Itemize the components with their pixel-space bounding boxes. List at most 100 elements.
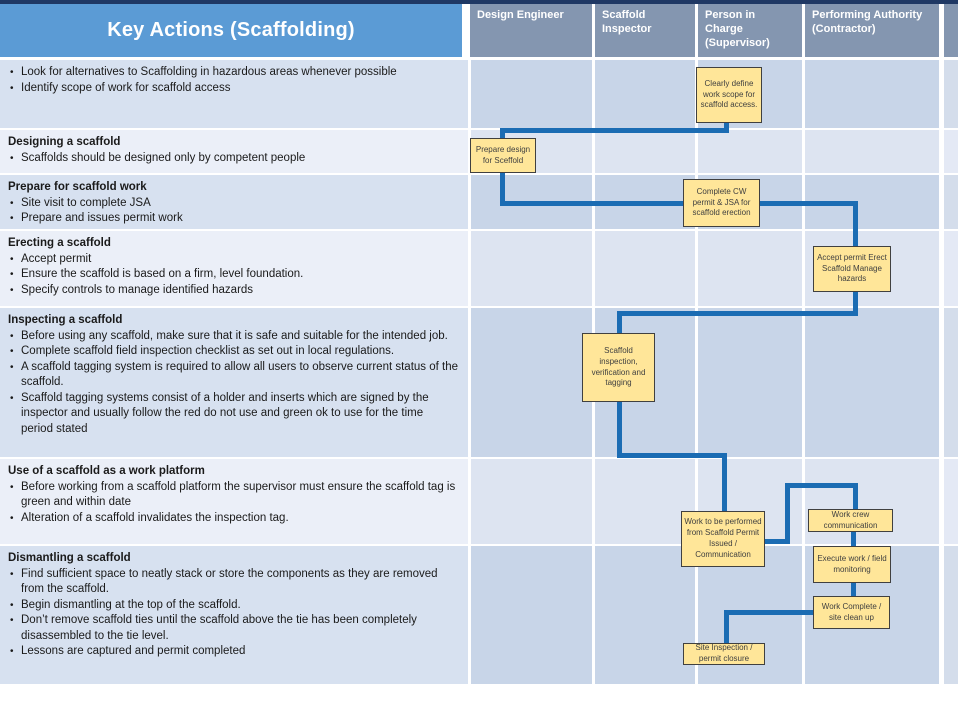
flow-box-work-performed: Work to be performed from Scaffold Permi… xyxy=(681,511,765,567)
lane-cell xyxy=(944,308,958,457)
lane-cell xyxy=(595,231,695,306)
bullet-marker: • xyxy=(10,213,14,224)
bullet-marker: • xyxy=(10,67,14,78)
row-heading: Dismantling a scaffold xyxy=(8,552,131,564)
action-row-erecting: Erecting a scaffold •Accept permit •Ensu… xyxy=(0,231,958,306)
row-description: Use of a scaffold as a work platform •Be… xyxy=(0,459,468,544)
bullet-item: •Alteration of a scaffold invalidates th… xyxy=(8,511,458,527)
flow-box-inspection-tagging: Scaffold inspection, verification and ta… xyxy=(582,333,655,402)
lane-cell xyxy=(471,231,592,306)
bullet-marker: • xyxy=(10,269,14,280)
connector-segment xyxy=(722,453,727,511)
connector-segment xyxy=(724,122,729,132)
bullet-marker: • xyxy=(10,392,14,404)
row-heading: Erecting a scaffold xyxy=(8,237,111,249)
connector-segment xyxy=(853,483,858,509)
bullet-marker: • xyxy=(10,284,14,296)
connector-segment xyxy=(500,128,729,133)
flow-box-site-inspection: Site Inspection / permit closure xyxy=(683,643,765,665)
bullet-item: •Scaffold tagging systems consist of a h… xyxy=(10,391,429,435)
bullet-item: •Lessons are captured and permit complet… xyxy=(8,644,458,660)
flow-box-work-crew-communication: Work crew communication xyxy=(808,509,893,532)
bullet-item: •Scaffolds should be designed only by co… xyxy=(8,151,458,167)
row-description: •Look for alternatives to Scaffolding in… xyxy=(0,60,468,128)
row-description: Designing a scaffold •Scaffolds should b… xyxy=(0,130,468,173)
row-description: Prepare for scaffold work •Site visit to… xyxy=(0,175,468,229)
bullet-marker: • xyxy=(10,568,14,580)
lane-header-person-in-charge: Person in Charge (Supervisor) xyxy=(698,4,802,57)
bullet-marker: • xyxy=(10,346,14,357)
lane-header-scaffold-inspector: Scaffold Inspector xyxy=(595,4,695,57)
action-row-designing: Designing a scaffold •Scaffolds should b… xyxy=(0,130,958,173)
bullet-item: •Prepare and issues permit work xyxy=(8,211,458,227)
flow-box-complete-permit: Complete CW permit & JSA for scaffold er… xyxy=(683,179,760,227)
page-title: Key Actions (Scaffolding) xyxy=(107,19,355,41)
lane-header-performing-authority: Performing Authority (Contractor) xyxy=(805,4,939,57)
connector-segment xyxy=(851,583,856,596)
bullet-item: •Accept permit xyxy=(8,252,458,268)
bullet-marker: • xyxy=(10,361,14,373)
lane-header-design-engineer: Design Engineer xyxy=(470,4,592,57)
connector-segment xyxy=(724,610,729,643)
lane-header-spacer xyxy=(944,4,958,57)
bullet-item: •Before using any scaffold, make sure th… xyxy=(8,329,458,345)
row-heading: Prepare for scaffold work xyxy=(8,181,147,193)
bullet-item: •A scaffold tagging system is required t… xyxy=(10,360,459,389)
lane-cell xyxy=(805,60,939,128)
flow-box-execute-work: Execute work / field monitoring xyxy=(813,546,891,583)
bullet-item: •Look for alternatives to Scaffolding in… xyxy=(8,65,458,81)
row-heading: Inspecting a scaffold xyxy=(8,314,123,326)
bullet-marker: • xyxy=(10,481,14,493)
bullet-item: •Identify scope of work for scaffold acc… xyxy=(8,81,458,97)
flow-box-work-complete: Work Complete / site clean up xyxy=(813,596,890,629)
lane-cell xyxy=(698,231,802,306)
lane-cell xyxy=(698,308,802,457)
flow-box-prepare-design: Prepare design for Sceffold xyxy=(470,138,536,173)
connector-segment xyxy=(785,483,790,544)
bullet-marker: • xyxy=(10,512,14,524)
lane-cell xyxy=(471,308,592,457)
lane-cell xyxy=(595,130,695,173)
connector-segment xyxy=(851,532,856,546)
action-row-alternatives: •Look for alternatives to Scaffolding in… xyxy=(0,60,958,128)
bullet-item: •Specify controls to manage identified h… xyxy=(8,283,458,299)
lane-cell xyxy=(944,231,958,306)
connector-segment xyxy=(765,539,790,544)
slide-top-border xyxy=(0,0,958,4)
lane-cell xyxy=(944,546,958,684)
row-description: Erecting a scaffold •Accept permit •Ensu… xyxy=(0,231,468,306)
connector-segment xyxy=(617,402,622,458)
connector-segment xyxy=(724,610,813,615)
lane-cell xyxy=(595,459,695,544)
bullet-marker: • xyxy=(10,599,14,611)
lane-cell xyxy=(471,60,592,128)
bullet-item: •Complete scaffold field inspection chec… xyxy=(8,344,458,360)
lane-cell xyxy=(805,130,939,173)
bullet-marker: • xyxy=(10,152,14,164)
bullet-marker: • xyxy=(10,330,14,342)
connector-segment xyxy=(785,483,858,488)
action-row-inspecting: Inspecting a scaffold •Before using any … xyxy=(0,308,958,457)
lane-cell xyxy=(805,308,939,457)
lane-cell xyxy=(595,546,695,684)
connector-segment xyxy=(760,201,858,206)
bullet-item: •Ensure the scaffold is based on a firm,… xyxy=(8,267,458,283)
connector-segment xyxy=(617,453,727,458)
row-heading: Use of a scaffold as a work platform xyxy=(8,465,205,477)
bullet-item: •Before working from a scaffold platform… xyxy=(10,480,456,509)
connector-segment xyxy=(853,201,858,246)
bullet-item: •Find sufficient space to neatly stack o… xyxy=(10,567,438,596)
bullet-marker: • xyxy=(10,615,14,626)
bullet-marker: • xyxy=(10,646,14,657)
connector-segment xyxy=(500,201,683,206)
row-heading: Designing a scaffold xyxy=(8,136,121,148)
bullet-marker: • xyxy=(10,82,14,94)
lane-cell xyxy=(944,175,958,229)
lane-cell xyxy=(471,459,592,544)
row-description: Dismantling a scaffold •Find sufficient … xyxy=(0,546,468,684)
lane-cell xyxy=(944,459,958,544)
flow-box-accept-permit: Accept permit Erect Scaffold Manage haza… xyxy=(813,246,891,292)
lane-cell xyxy=(471,546,592,684)
page-title-cell: Key Actions (Scaffolding) xyxy=(0,4,462,57)
